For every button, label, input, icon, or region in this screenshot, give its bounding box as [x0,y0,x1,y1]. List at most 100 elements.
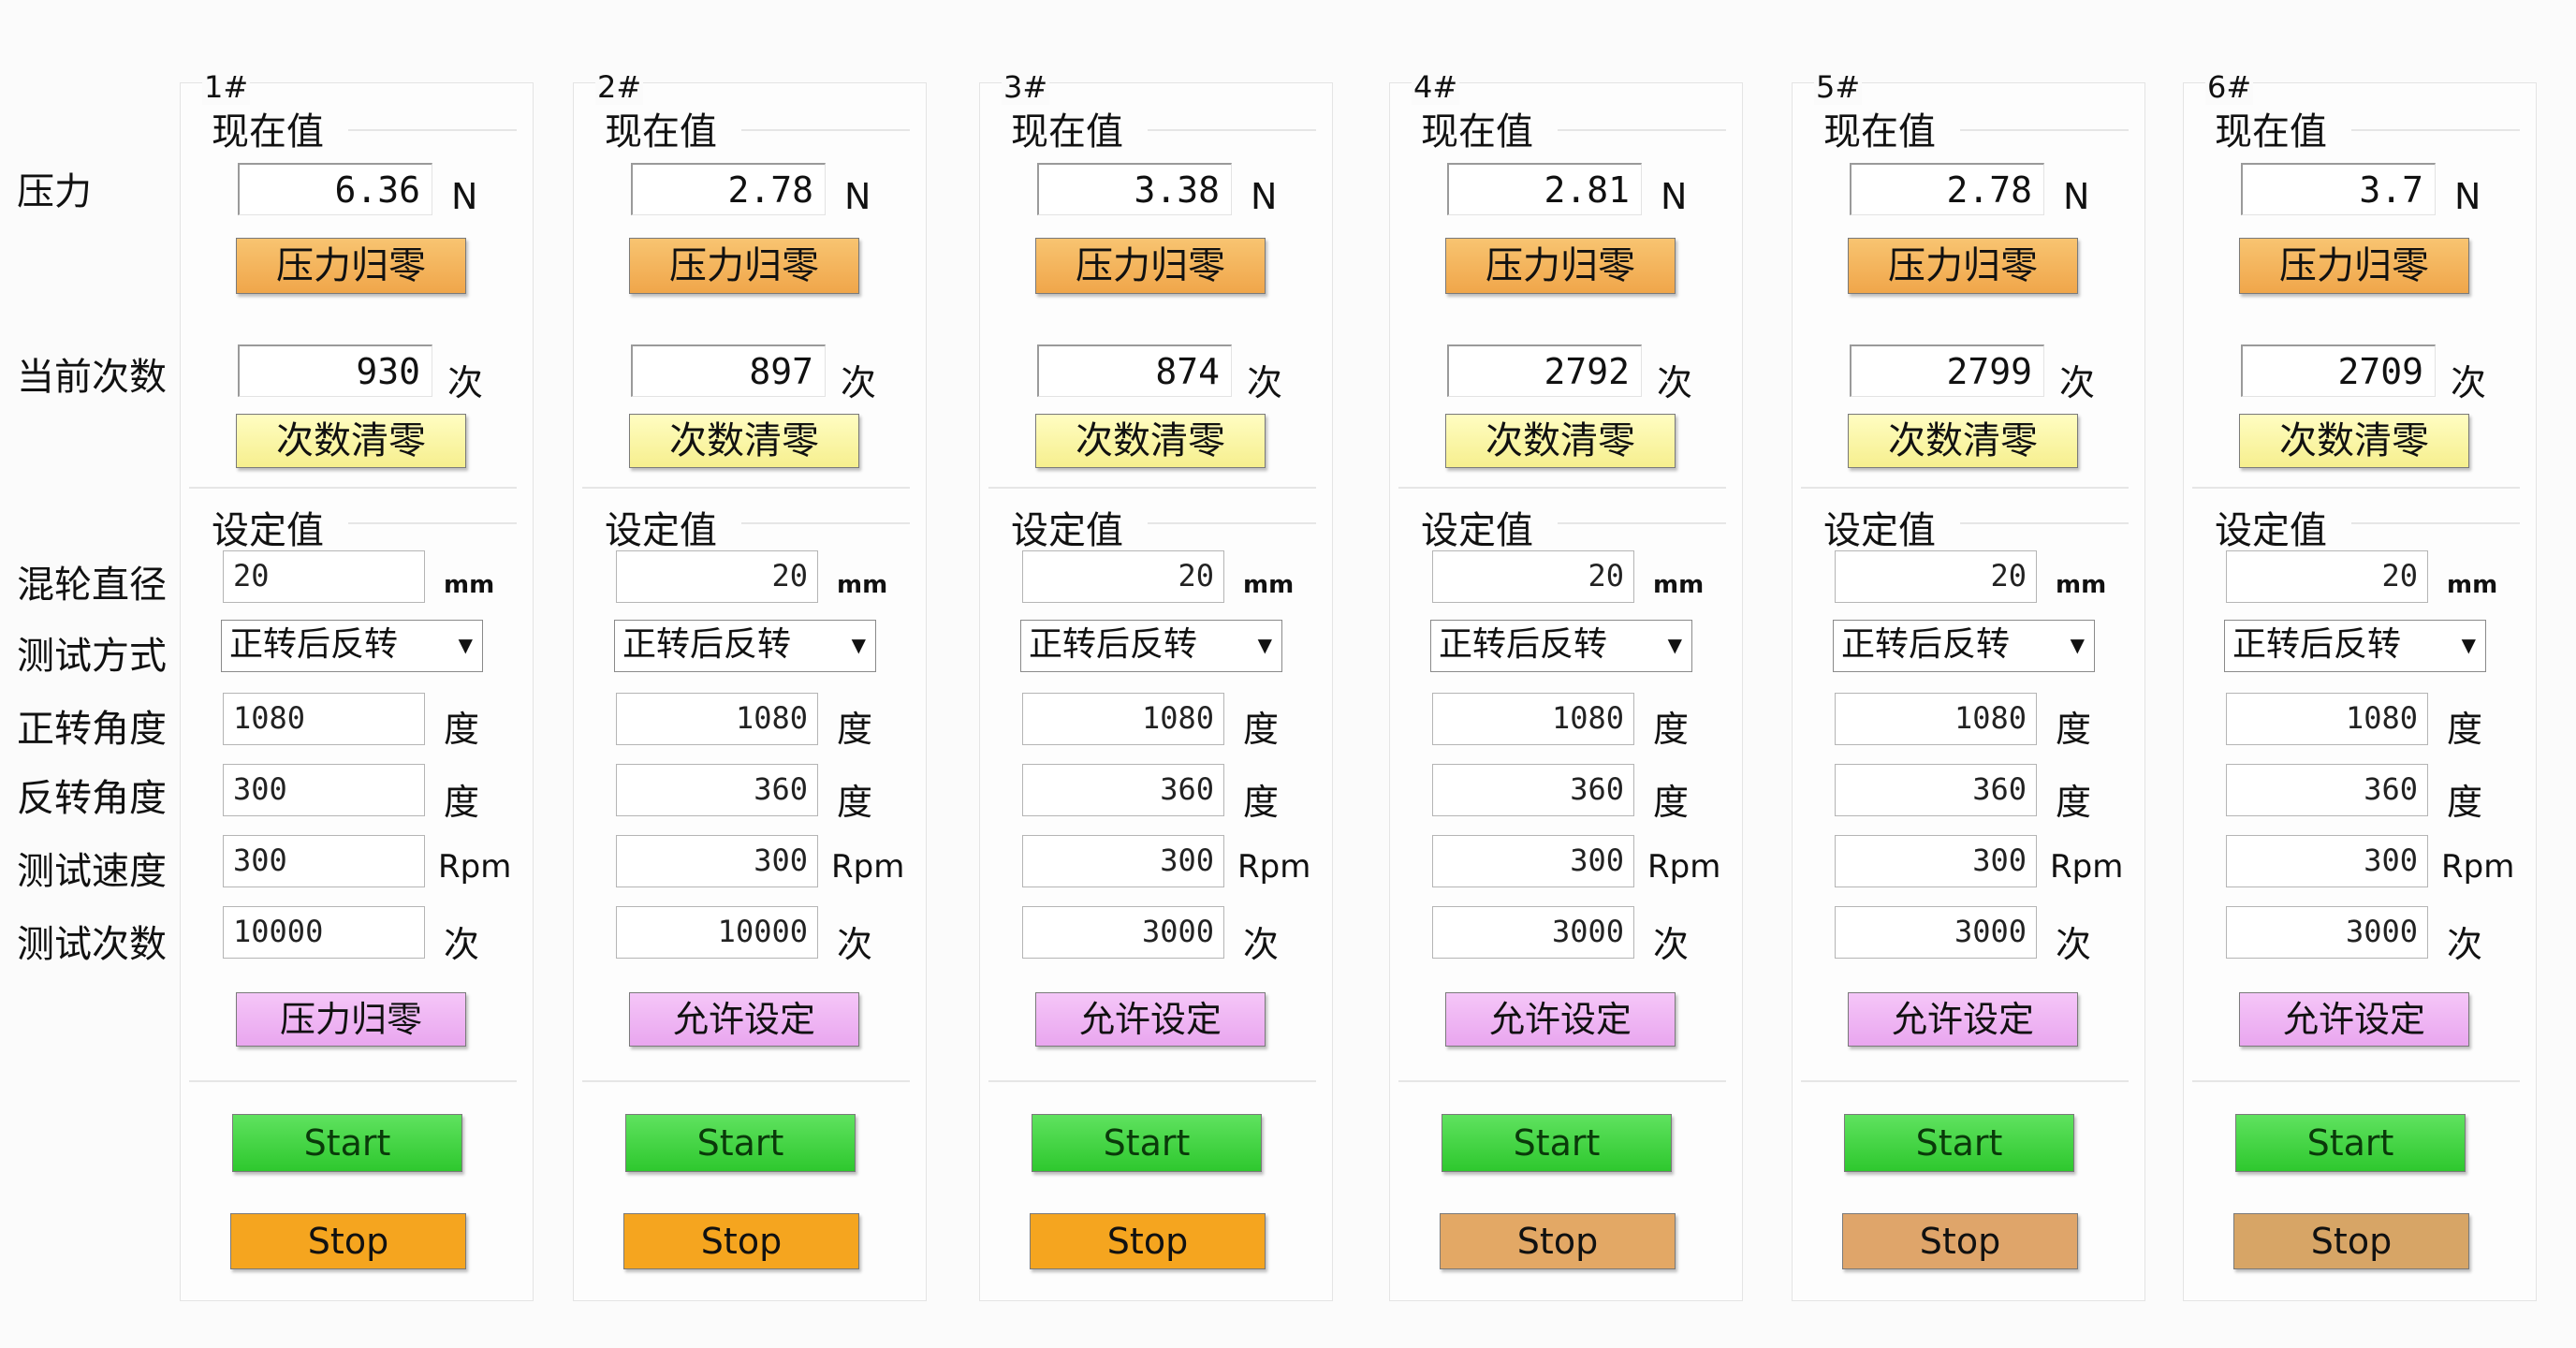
stop-button[interactable]: Stop [623,1213,859,1269]
row-label-reverse-angle: 反转角度 [17,777,167,820]
start-button[interactable]: Start [1844,1114,2074,1172]
stop-button[interactable]: Stop [1440,1213,1676,1269]
diameter-input[interactable]: 20 [1432,550,1634,603]
speed-input[interactable]: 300 [1432,835,1634,887]
mode-select[interactable]: 正转后反转▼ [614,620,876,672]
reverse-angle-input[interactable]: 360 [2226,764,2428,816]
station-panel-1: 1# 现在值 6.36 N 压力归零 930 次 次数清零 设定值 20 mm … [180,69,534,1301]
count-clear-button[interactable]: 次数清零 [2239,414,2469,468]
mode-select[interactable]: 正转后反转▼ [1430,620,1692,672]
count-clear-button[interactable]: 次数清零 [1445,414,1676,468]
forward-angle-input[interactable]: 1080 [223,693,425,745]
current-values-title: 现在值 [1823,110,1936,154]
mode-select[interactable]: 正转后反转 ▼ [2224,620,2486,672]
diameter-input[interactable]: 20 [1835,550,2037,603]
reverse-angle-input[interactable]: 360 [1835,764,2037,816]
unit-rpm: Rpm [1647,848,1721,886]
unit-rpm: Rpm [2050,848,2124,886]
divider [1558,522,1726,524]
count-clear-button[interactable]: 次数清零 [1848,414,2078,468]
reverse-angle-input[interactable]: 360 [1432,764,1634,816]
speed-input[interactable]: 300 [616,835,818,887]
pressure-zero-button[interactable]: 压力归零 [1035,238,1266,294]
station-number: 1# [202,69,251,105]
unit-n: N [2454,176,2481,217]
mode-select-value: 正转后反转 [2232,625,2402,664]
count-clear-button[interactable]: 次数清零 [629,414,859,468]
reverse-angle-input[interactable]: 360 [1022,764,1224,816]
settings-action-button[interactable]: 允许设定 [1035,992,1266,1047]
unit-deg: 度 [2447,709,2483,750]
stop-button[interactable]: Stop [1842,1213,2078,1269]
speed-input[interactable]: 300 [1022,835,1224,887]
times-input[interactable]: 3000 [1432,906,1634,959]
chevron-down-icon: ▼ [2461,634,2476,656]
settings-action-button[interactable]: 允许设定 [629,992,859,1047]
mode-select[interactable]: 正转后反转▼ [1833,620,2095,672]
mode-select-value: 正转后反转 [1841,625,2011,664]
unit-mm: mm [2447,571,2498,599]
diameter-input[interactable]: 20 [616,550,818,603]
start-button[interactable]: Start [2235,1114,2466,1172]
forward-angle-input[interactable]: 1080 [2226,693,2428,745]
divider [1801,1080,2129,1082]
count-display: 930 [238,344,432,397]
pressure-zero-button[interactable]: 压力归零 [236,238,466,294]
pressure-zero-button[interactable]: 压力归零 [629,238,859,294]
row-label-mode: 测试方式 [17,635,167,678]
unit-deg: 度 [444,782,480,823]
settings-action-button[interactable]: 压力归零 [236,992,466,1047]
settings-action-button[interactable]: 允许设定 [1848,992,2078,1047]
station-number: 5# [1814,69,1863,105]
settings-action-button[interactable]: 允许设定 [2239,992,2469,1047]
count-clear-button[interactable]: 次数清零 [1035,414,1266,468]
diameter-input[interactable]: 20 [1022,550,1224,603]
unit-deg: 度 [1653,782,1690,823]
divider [741,522,910,524]
pressure-zero-button[interactable]: 压力归零 [1848,238,2078,294]
start-button[interactable]: Start [625,1114,856,1172]
count-clear-button[interactable]: 次数清零 [236,414,466,468]
unit-mm: mm [2056,571,2107,599]
speed-input[interactable]: 300 [1835,835,2037,887]
times-input[interactable]: 10000 [223,906,425,959]
divider [348,129,517,131]
pressure-display: 3.38 [1037,163,1232,215]
stop-button[interactable]: Stop [1030,1213,1266,1269]
mode-select[interactable]: 正转后反转▼ [1020,620,1282,672]
start-button[interactable]: Start [1032,1114,1262,1172]
unit-n: N [1661,176,1688,217]
times-input[interactable]: 10000 [616,906,818,959]
divider [1960,522,2129,524]
pressure-zero-button[interactable]: 压力归零 [1445,238,1676,294]
reverse-angle-input[interactable]: 360 [616,764,818,816]
settings-title: 设定值 [1421,509,1533,552]
diameter-input[interactable]: 20 [223,550,425,603]
divider [741,129,910,131]
start-button[interactable]: Start [1442,1114,1672,1172]
speed-input[interactable]: 300 [223,835,425,887]
forward-angle-input[interactable]: 1080 [616,693,818,745]
pressure-zero-button[interactable]: 压力归零 [2239,238,2469,294]
station-panel-5: 5# 现在值 2.78 N 压力归零 2799 次 次数清零 设定值 20 mm… [1792,69,2145,1301]
unit-deg: 度 [2447,782,2483,823]
speed-input[interactable]: 300 [2226,835,2428,887]
divider [1148,522,1316,524]
times-input[interactable]: 3000 [1022,906,1224,959]
times-input[interactable]: 3000 [1835,906,2037,959]
start-button[interactable]: Start [232,1114,462,1172]
mode-select[interactable]: 正转后反转▼ [221,620,483,672]
settings-action-button[interactable]: 允许设定 [1445,992,1676,1047]
diameter-input[interactable]: 20 [2226,550,2428,603]
station-number: 4# [1412,69,1460,105]
forward-angle-input[interactable]: 1080 [1835,693,2037,745]
times-input[interactable]: 3000 [2226,906,2428,959]
forward-angle-input[interactable]: 1080 [1432,693,1634,745]
forward-angle-input[interactable]: 1080 [1022,693,1224,745]
stop-button[interactable]: Stop [2233,1213,2469,1269]
reverse-angle-input[interactable]: 300 [223,764,425,816]
row-label-count: 当前次数 [17,356,167,399]
current-values-title: 现在值 [1421,110,1533,154]
stop-button[interactable]: Stop [230,1213,466,1269]
count-display: 2792 [1447,344,1642,397]
